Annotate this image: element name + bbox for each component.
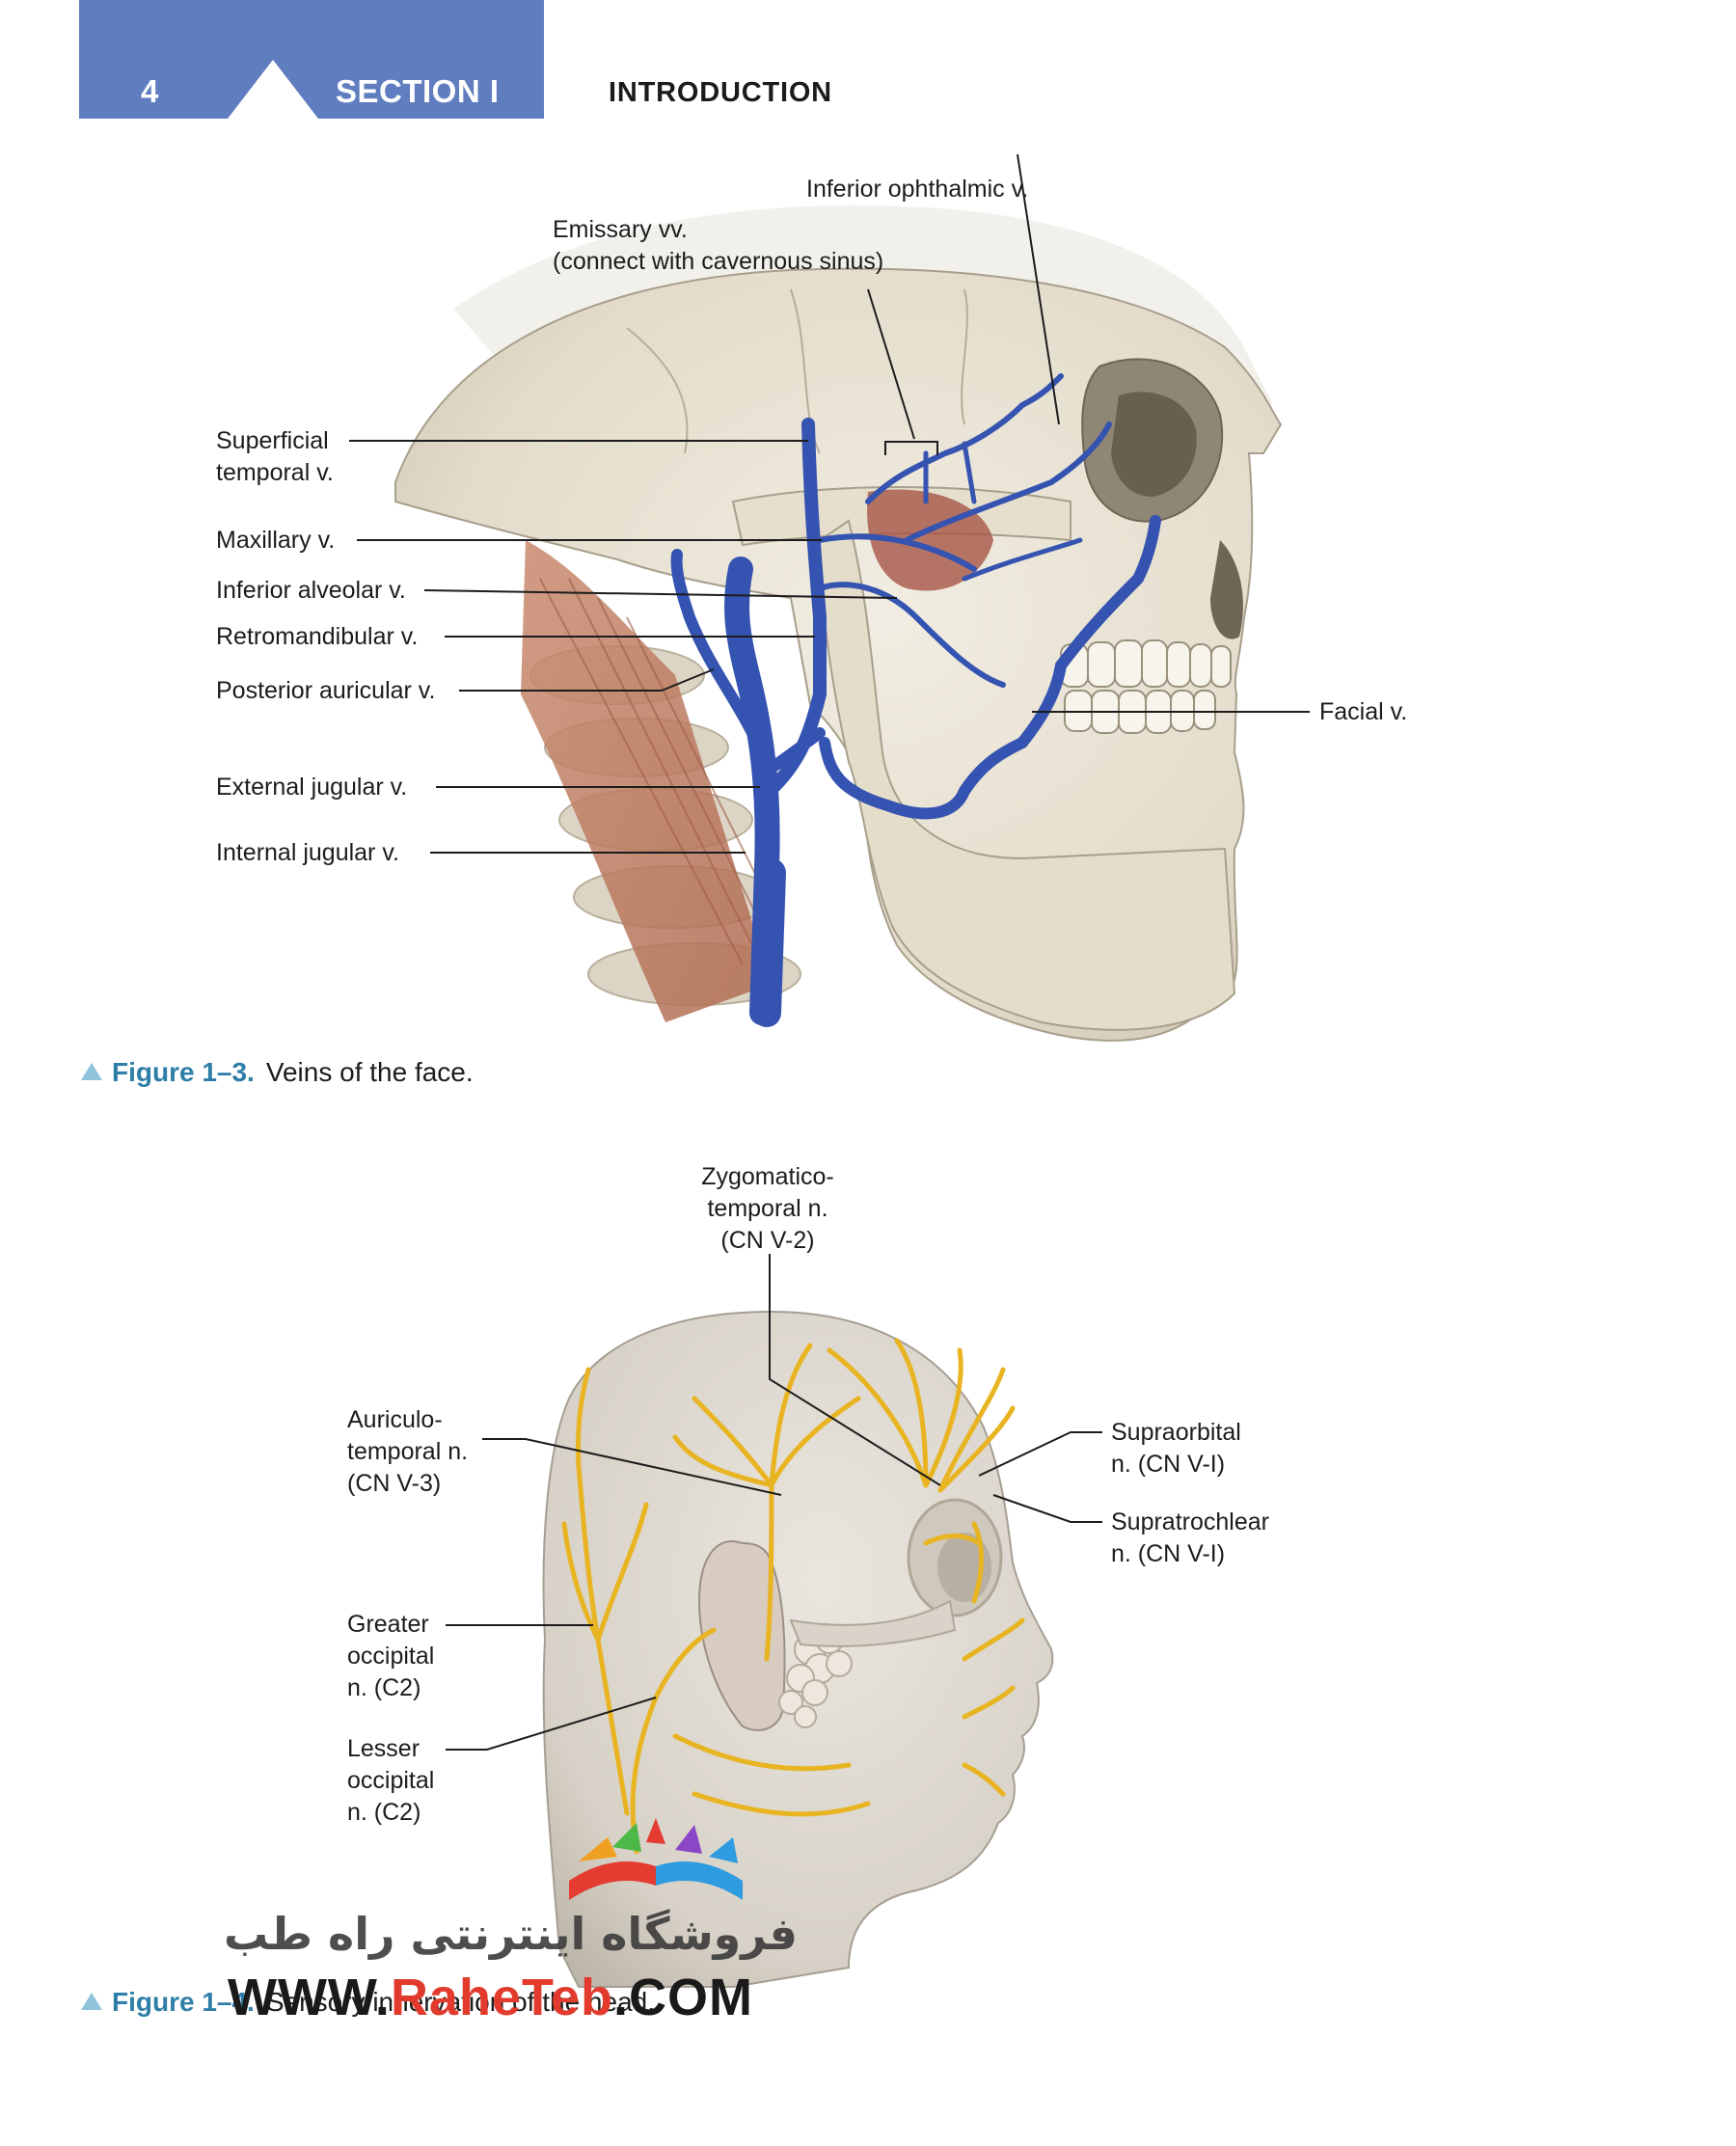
header-notch [228,60,318,119]
figure-1-3-caption: Figure 1–3. Veins of the face. [81,1057,474,1088]
orbit-shadow [1111,392,1197,497]
label-posterior-auricular: Posterior auricular v. [216,677,436,704]
watermark-persian-text: فروشگاه اینترنتی راه طب [224,1908,799,1960]
label-external-jugular: External jugular v. [216,774,408,801]
label-inferior-alveolar: Inferior alveolar v. [216,577,406,604]
label-superficial-temporal-line1: Superficial [216,427,329,454]
figure-1-3-number: Figure 1–3. [112,1057,255,1087]
label-superficial-temporal-line2: temporal v. [216,459,334,486]
zygomatic-band [789,1599,957,1647]
watermark-url: WWW.RaheTeb.COM [228,1968,753,2027]
label-inferior-ophthalmic: Inferior ophthalmic v. [806,176,1029,203]
page-number: 4 [141,73,159,109]
figure-1-4-leader-lines [446,1254,1102,1751]
label-maxillary: Maxillary v. [216,527,336,554]
label-lesser-occipital-line3: n. (C2) [347,1799,421,1826]
sensory-nerves [561,1338,1025,1855]
label-supratrochlear-line1: Supratrochlear [1111,1508,1269,1535]
watermark-url-prefix: WWW. [228,1969,391,2026]
figure-1-4-number: Figure 1–4. [112,1987,255,2017]
facial-veins [670,373,1161,1027]
section-label: SECTION I [336,73,500,109]
figure-1-3-caption-text: Veins of the face. [265,1057,474,1087]
label-auriculo-line3: (CN V-3) [347,1470,442,1497]
watermark-url-suffix: .COM [612,1969,753,2026]
label-greater-occipital-line1: Greater [347,1611,429,1638]
figure-1-4-caption: Figure 1–4. Sensory innervation of the he… [81,1987,655,2018]
book-logo-icon [569,1818,743,1900]
label-supraorbital-line2: n. (CN V-I) [1111,1451,1226,1478]
label-emissary-line2: (connect with cavernous sinus) [553,248,884,275]
label-zygomatico-line1: Zygomatico- [701,1163,834,1190]
label-lesser-occipital-line2: occipital [347,1767,435,1794]
figure-1-4-caption-text: Sensory innervation of the head. [265,1987,655,2017]
label-zygomatico-line2: temporal n. [707,1195,828,1222]
label-facial: Facial v. [1319,698,1408,725]
label-supratrochlear-line2: n. (CN V-I) [1111,1540,1226,1567]
label-emissary-line1: Emissary vv. [553,216,688,243]
label-auriculo-line1: Auriculo- [347,1406,443,1433]
label-greater-occipital-line2: occipital [347,1643,435,1670]
chapter-title: INTRODUCTION [609,77,832,108]
label-greater-occipital-line3: n. (C2) [347,1674,421,1701]
caption-triangle-icon [81,1993,102,2010]
label-internal-jugular: Internal jugular v. [216,839,399,866]
muscle-fibers [539,578,773,965]
label-auriculo-line2: temporal n. [347,1438,469,1465]
figure-1-3-leader-lines [349,153,1310,854]
label-retromandibular: Retromandibular v. [216,623,419,650]
label-zygomatico-line3: (CN V-2) [720,1227,815,1254]
label-lesser-occipital-line1: Lesser [347,1735,420,1762]
watermark-url-brand: RaheTeb [390,1969,613,2026]
label-supraorbital-line1: Supraorbital [1111,1419,1241,1446]
nasal-aperture [1210,540,1243,639]
mandible [818,519,1236,1031]
caption-triangle-icon [81,1063,102,1080]
